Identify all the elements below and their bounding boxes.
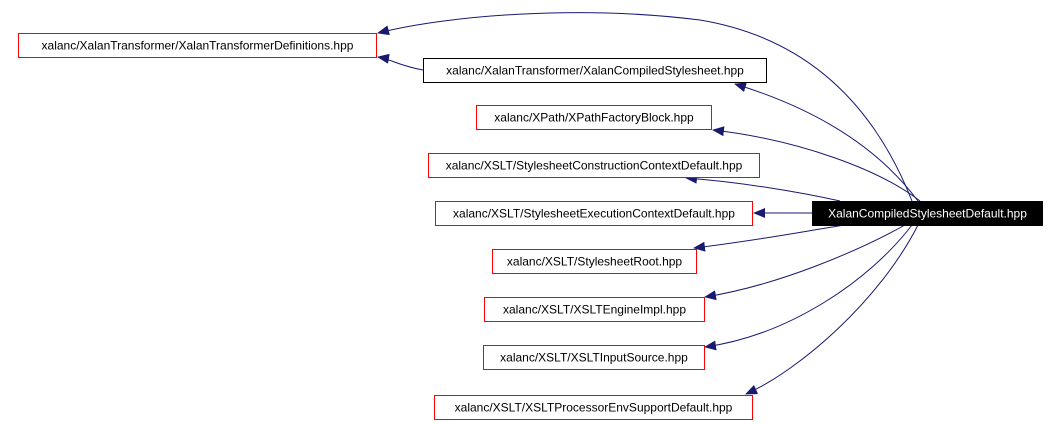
node-label: xalanc/XPath/XPathFactoryBlock.hpp — [494, 111, 694, 125]
edge-root-to-n2 — [734, 82, 919, 202]
dependency-node[interactable]: xalanc/XalanTransformer/XalanCompiledSty… — [423, 58, 767, 83]
node-box — [483, 345, 705, 370]
node-box — [428, 153, 760, 178]
node-box — [492, 249, 697, 274]
node-box — [484, 297, 705, 322]
edge-root-to-n7 — [704, 224, 906, 301]
node-label: xalanc/XSLT/XSLTEngineImpl.hpp — [503, 303, 686, 317]
node-label: XalanCompiledStylesheetDefault.hpp — [828, 207, 1027, 221]
dependency-node[interactable]: xalanc/XSLT/XSLTProcessorEnvSupportDefau… — [434, 395, 753, 420]
edge-root-to-n3 — [712, 126, 921, 202]
dependency-node[interactable]: xalanc/XalanTransformer/XalanTransformer… — [18, 33, 377, 58]
node-label: xalanc/XalanTransformer/XalanTransformer… — [42, 39, 354, 53]
edge-root-to-n6 — [693, 224, 846, 252]
dependency-node[interactable]: xalanc/XSLT/StylesheetExecutionContextDe… — [435, 201, 753, 226]
node-label: xalanc/XSLT/StylesheetConstructionContex… — [446, 159, 743, 173]
edges-layer — [377, 12, 921, 395]
edge-root-to-n4 — [685, 173, 841, 202]
node-box — [423, 58, 767, 83]
edge-n2-to-n1 — [377, 53, 424, 71]
node-box — [812, 201, 1043, 226]
node-label: xalanc/XalanTransformer/XalanCompiledSty… — [446, 64, 744, 78]
node-box — [434, 395, 753, 420]
nodes-layer: xalanc/XalanTransformer/XalanTransformer… — [18, 33, 1043, 420]
dependency-node[interactable]: xalanc/XSLT/StylesheetConstructionContex… — [428, 153, 760, 178]
node-label: xalanc/XSLT/XSLTProcessorEnvSupportDefau… — [455, 401, 733, 415]
node-label: xalanc/XSLT/XSLTInputSource.hpp — [500, 351, 688, 365]
node-label: xalanc/XSLT/StylesheetExecutionContextDe… — [453, 207, 735, 221]
dependency-node[interactable]: xalanc/XSLT/XSLTInputSource.hpp — [483, 345, 705, 370]
edge-root-to-n9 — [745, 224, 919, 395]
node-box — [476, 105, 712, 130]
node-box — [18, 33, 377, 58]
dependency-node[interactable]: xalanc/XSLT/XSLTEngineImpl.hpp — [484, 297, 705, 322]
edge-root-to-n1 — [377, 12, 913, 202]
node-label: xalanc/XSLT/StylesheetRoot.hpp — [507, 255, 683, 269]
edge-root-to-n8 — [704, 224, 913, 351]
root-node: XalanCompiledStylesheetDefault.hpp — [812, 201, 1043, 226]
node-box — [435, 201, 753, 226]
dependency-node[interactable]: xalanc/XSLT/StylesheetRoot.hpp — [492, 249, 697, 274]
dependency-node[interactable]: xalanc/XPath/XPathFactoryBlock.hpp — [476, 105, 712, 130]
